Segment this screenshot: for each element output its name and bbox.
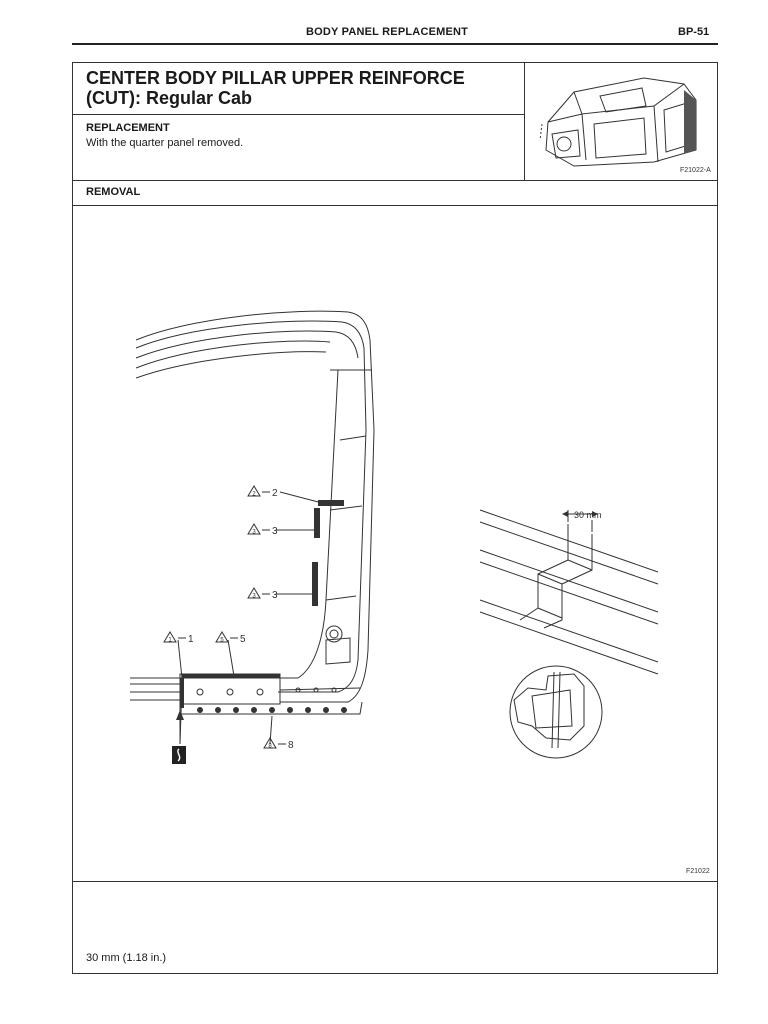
callout-1: 2 2 [247,485,278,499]
callout-2-symbol: 3 [252,530,256,536]
callout-6-symbol: 8 [268,744,272,750]
title-divider [72,114,524,115]
section-title: BODY PANEL REPLACEMENT [306,26,469,38]
thumbnail-divider [524,62,525,180]
removal-heading: REMOVAL [86,186,141,198]
pillar-removal-illustration [130,310,375,764]
cut-dimension-note: 30 mm (1.18 in.) [86,952,167,964]
content-frame [72,62,718,974]
header-rule [72,43,718,45]
page-number: BP-51 [678,26,710,38]
callout-2-label: 3 [272,526,278,537]
callout-6-label: 8 [288,740,294,751]
replacement-text: With the quarter panel removed. [86,137,244,149]
cab-thumbnail-illustration [539,77,697,167]
callout-3-label: 3 [272,590,278,601]
removal-divider [72,205,718,206]
callout-4-symbol: 1 [168,638,172,644]
figure-bottom-divider [72,881,718,882]
callout-4: 1 1 [163,631,194,645]
callout-6: 8 8 [263,737,294,751]
callout-1-label: 2 [272,488,278,499]
cut-detail-illustration: 30 mm [479,509,659,759]
callout-5: 5 5 [215,631,246,645]
replacement-divider [72,180,718,181]
page-title: CENTER BODY PILLAR UPPER REINFORCE (CUT)… [86,68,516,108]
replacement-heading: REPLACEMENT [86,122,170,134]
dimension-label: 30 mm [574,510,602,520]
callout-3-symbol: 3 [252,594,256,600]
title-line-1: CENTER BODY PILLAR UPPER REINFORCE [86,68,465,88]
callout-5-label: 5 [240,634,246,645]
callout-3: 3 3 [247,587,278,601]
callout-4-label: 1 [188,634,194,645]
title-line-2: (CUT): Regular Cab [86,88,252,108]
removal-figure-code: F21022 [686,868,710,875]
callout-1-symbol: 2 [252,492,256,498]
callout-2: 3 3 [247,523,278,537]
thumbnail-figure-code: F21022-A [680,167,711,174]
callout-5-symbol: 5 [220,638,224,644]
